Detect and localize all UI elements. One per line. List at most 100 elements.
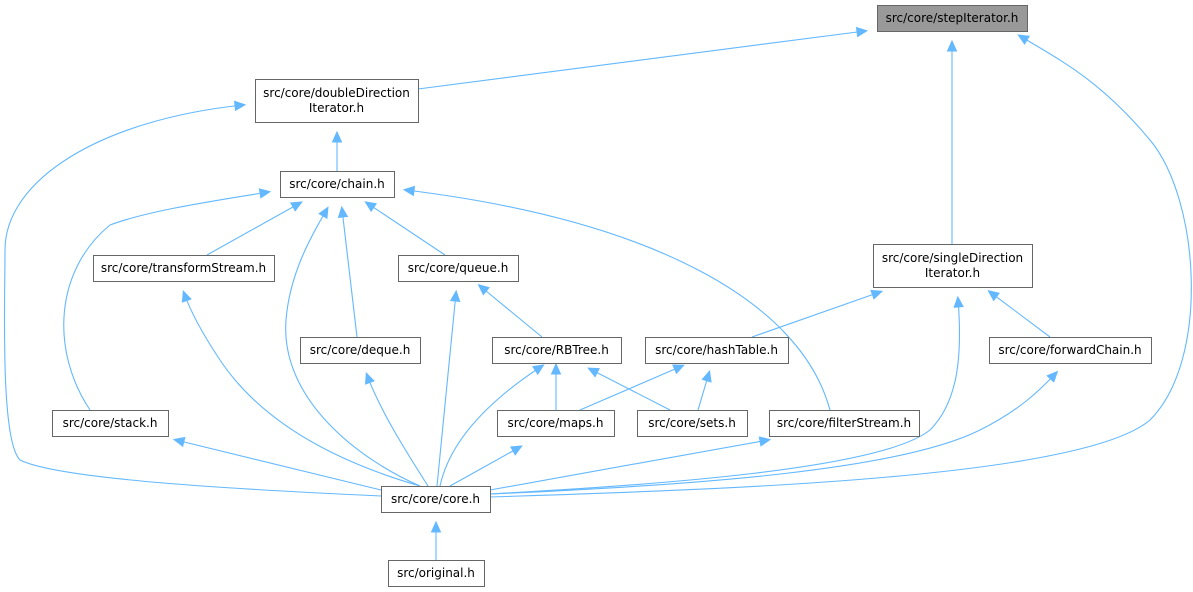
edge-doubleDirection-to-stepIterator [417,26,869,90]
edge-core-to-forwardChain [489,370,1059,495]
node-label: src/core/filterStream.h [777,416,911,430]
edge-hashTable-to-singleDirection [751,289,884,338]
arrowhead-icon [701,369,712,383]
node-filterStream[interactable]: src/core/filterStream.h [769,410,920,437]
edge-line [405,189,831,411]
edge-core-to-transformStream [181,289,421,487]
node-transformStream[interactable]: src/core/transformStream.h [93,255,275,282]
edge-line [439,365,543,487]
edge-core-to-chain [285,206,421,487]
arrowhead-icon [318,206,329,219]
edge-line [285,208,421,487]
node-box[interactable] [398,255,519,282]
node-stack[interactable]: src/core/stack.h [52,410,169,437]
edge-maps-to-hashTable [579,364,685,411]
edge-line [63,191,269,411]
edge-line [489,372,1057,495]
arrowhead-icon [331,130,343,143]
node-label: src/core/core.h [391,492,480,506]
node-label: Iterator.h [309,101,364,115]
edge-line [479,285,543,338]
node-box[interactable] [52,410,169,437]
edge-sets-to-hashTable [697,369,712,411]
edge-core-to-stepIterator [489,34,1192,498]
edge-maps-to-RBTree [550,362,562,410]
arrowhead-icon [758,436,772,447]
nodes-layer: src/core/stepIterator.h src/core/doubleDi… [52,5,1152,587]
node-box[interactable] [388,560,485,587]
edge-line [489,35,1192,498]
edge-line [589,368,671,411]
node-label: src/core/queue.h [408,261,509,275]
node-box[interactable] [877,5,1028,32]
node-original[interactable]: src/original.h [388,560,485,587]
node-label: src/core/stack.h [63,416,158,430]
node-label: src/core/forwardChain.h [998,343,1141,357]
node-label: src/core/doubleDirection [263,86,410,100]
node-stepIterator[interactable]: src/core/stepIterator.h [877,5,1028,32]
node-hashTable[interactable]: src/core/hashTable.h [645,337,789,364]
node-box[interactable] [637,410,748,437]
edge-core-to-RBTree [439,364,545,487]
node-label: src/core/RBTree.h [504,343,609,357]
edge-chain-to-doubleDirection [331,130,343,171]
node-box[interactable] [381,486,491,513]
edge-core-to-queue [436,289,461,487]
node-box[interactable] [989,337,1152,364]
edge-forwardChain-to-singleDirection [987,290,1051,338]
node-box[interactable] [492,337,622,364]
edge-queue-to-chain [364,201,446,256]
node-box[interactable] [93,255,275,282]
node-core[interactable]: src/core/core.h [381,486,491,513]
node-label: src/core/maps.h [508,416,604,430]
edge-core-to-singleDirection [489,295,964,495]
edge-line [183,292,421,487]
edge-original-to-core [430,520,442,560]
edge-line [449,446,521,487]
arrowhead-icon [550,362,562,375]
arrowhead-icon [258,188,272,199]
node-maps[interactable]: src/core/maps.h [497,410,615,437]
edge-line [417,30,866,90]
edge-transformStream-to-chain [206,201,303,256]
edge-core-to-stack [172,436,382,491]
arrowhead-icon [337,205,349,219]
edge-sets-to-RBTree [587,367,671,411]
node-box[interactable] [873,244,1033,288]
node-box[interactable] [300,337,421,364]
node-label: src/core/stepIterator.h [886,11,1019,25]
edge-line [436,292,457,487]
arrowhead-icon [855,26,869,38]
node-box[interactable] [280,171,395,198]
node-label: src/core/chain.h [289,177,385,191]
edge-line [206,202,301,256]
arrowhead-icon [870,289,884,300]
node-box[interactable] [255,79,419,123]
node-deque[interactable]: src/core/deque.h [300,337,421,364]
arrowhead-icon [1017,34,1031,45]
node-chain[interactable]: src/core/chain.h [280,171,395,198]
arrowhead-icon [510,445,523,456]
edge-RBTree-to-queue [477,283,543,338]
edge-deque-to-chain [337,205,358,338]
node-label: src/core/deque.h [310,343,411,357]
node-RBTree[interactable]: src/core/RBTree.h [492,337,622,364]
edge-line [751,291,881,338]
arrowhead-icon [233,100,247,112]
node-sets[interactable]: src/core/sets.h [637,410,748,437]
arrowhead-icon [172,436,186,448]
arrowhead-icon [181,289,192,303]
edge-core-to-doubleDirection [3,100,382,497]
node-forwardChain[interactable]: src/core/forwardChain.h [989,337,1152,364]
node-box[interactable] [769,410,920,437]
edge-line [989,291,1051,338]
arrowhead-icon [953,295,964,308]
node-box[interactable] [497,410,615,437]
arrowhead-icon [587,367,600,378]
node-queue[interactable]: src/core/queue.h [398,255,519,282]
node-box[interactable] [645,337,789,364]
edge-filterStream-to-chain [402,185,831,411]
arrowhead-icon [365,371,375,385]
